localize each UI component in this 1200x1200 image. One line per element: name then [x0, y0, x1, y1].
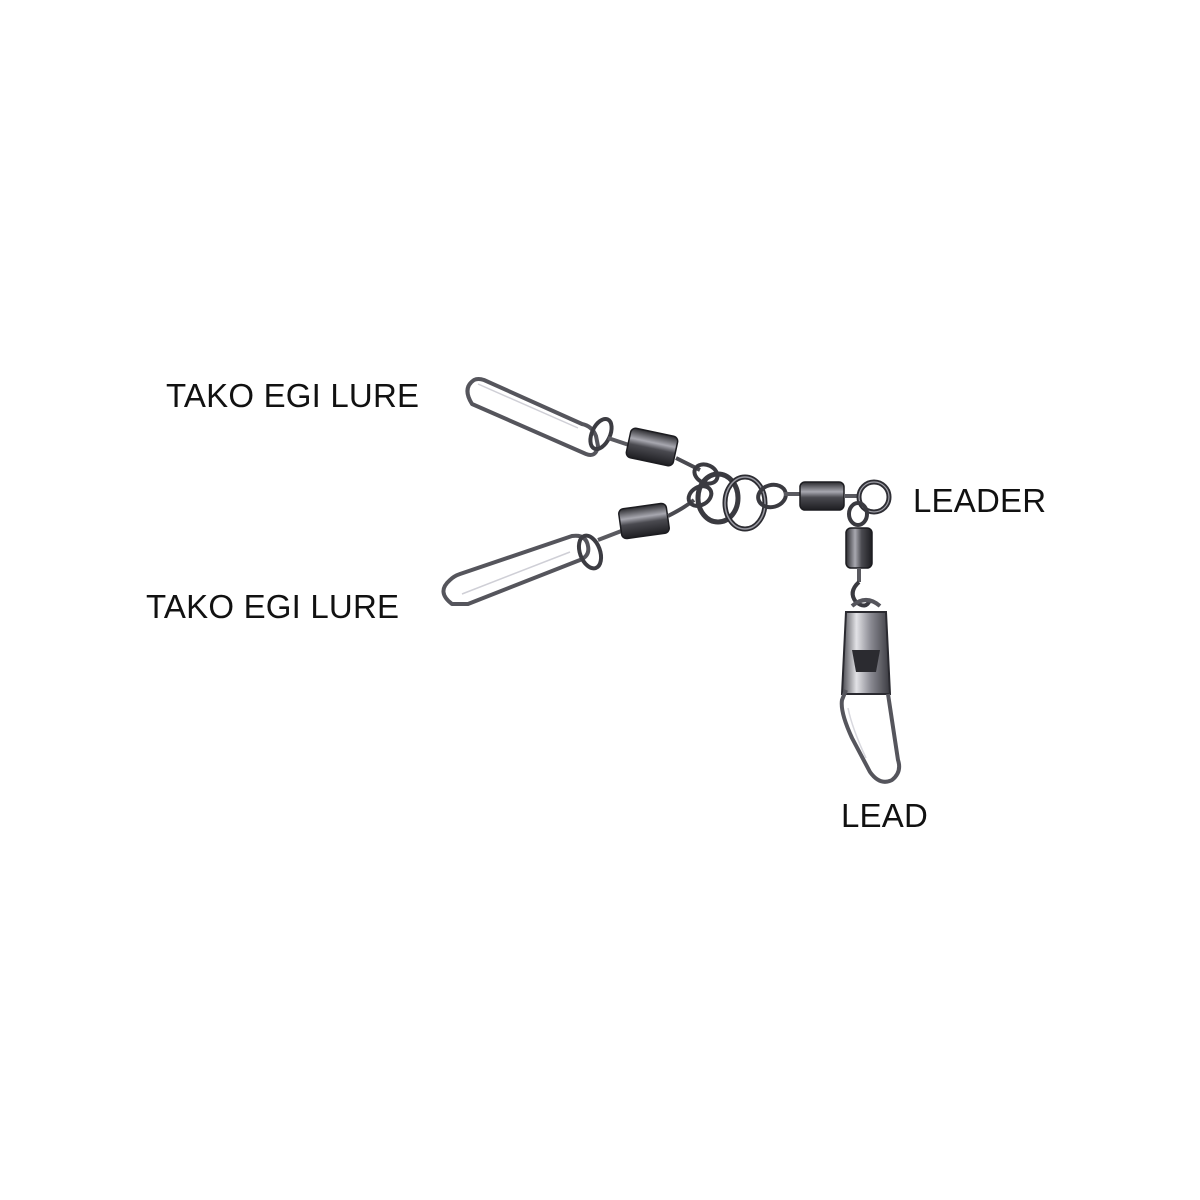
label-tako-egi-lure-bottom: TAKO EGI LURE [146, 588, 400, 625]
bottom-snap-ring [576, 533, 604, 571]
lead-snap-wire [839, 689, 902, 784]
leader-connection [799, 479, 892, 527]
lead-branch [839, 527, 902, 784]
top-lure-branch [465, 377, 720, 486]
bottom-barrel-swivel [618, 502, 670, 540]
leader-barrel-swivel [799, 481, 845, 511]
label-lead: LEAD [841, 797, 929, 834]
top-snap-ring [588, 417, 614, 451]
label-tako-egi-lure-top: TAKO EGI LURE [166, 377, 420, 414]
bottom-lure-branch [441, 484, 714, 606]
label-leader: LEADER [913, 482, 1047, 519]
top-snap-clip [465, 377, 600, 457]
center-split-rings [695, 471, 804, 532]
lead-barrel-swivel [845, 527, 873, 569]
bottom-snap-clip [441, 533, 591, 606]
top-barrel-swivel [625, 427, 679, 467]
